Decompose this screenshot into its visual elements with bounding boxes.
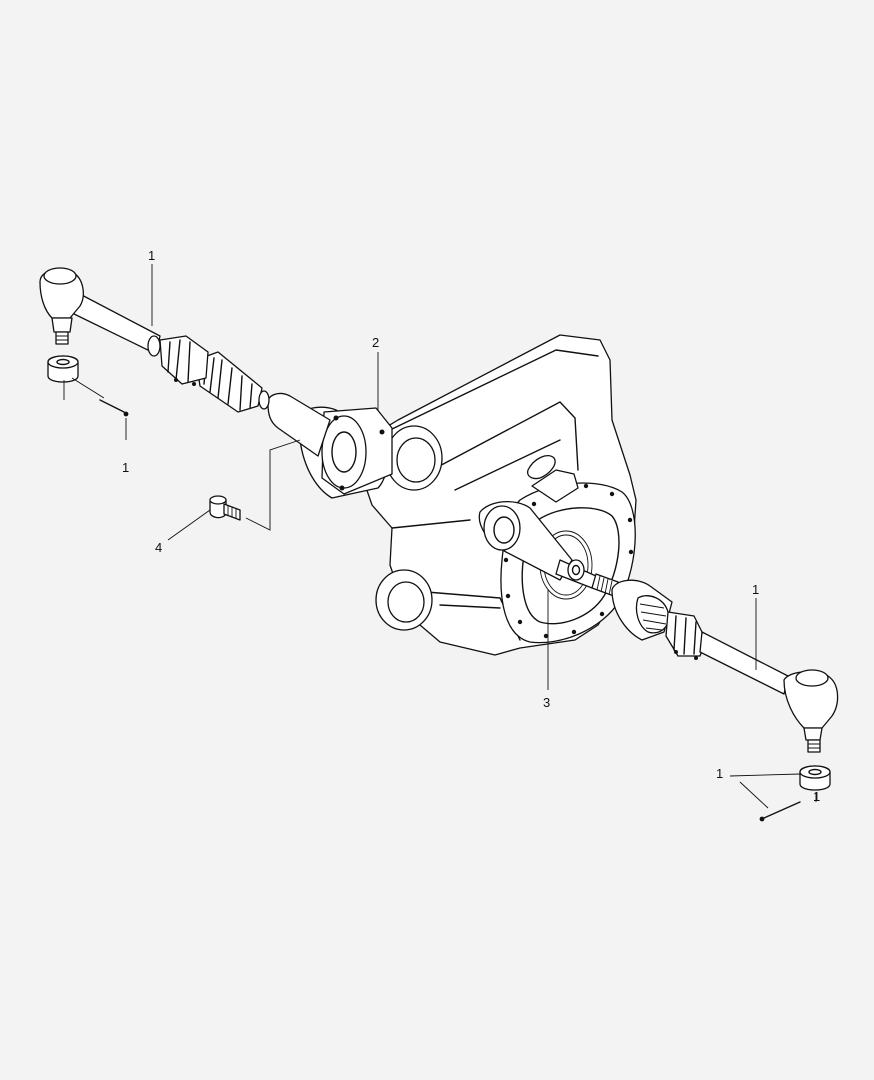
left-rack-tube <box>267 392 331 457</box>
callout-4: 4 <box>155 540 162 555</box>
right-lock-nut <box>665 611 707 660</box>
right-tie-rod-end <box>783 669 839 753</box>
left-split-pin <box>99 399 125 413</box>
right-split-pin <box>763 801 801 819</box>
callout-1-left-top: 1 <box>148 248 155 263</box>
mounting-clamp <box>299 406 393 499</box>
steering-gear-housing <box>359 334 637 656</box>
callout-3: 3 <box>543 695 550 710</box>
right-castle-nut <box>799 765 831 791</box>
callout-1-left-bottom: 1 <box>122 460 129 475</box>
mounting-bolt <box>209 495 241 521</box>
left-track-rod <box>69 291 161 355</box>
left-rack-gaiter <box>195 351 270 413</box>
right-track-rod <box>699 631 789 695</box>
left-castle-nut <box>47 355 79 383</box>
flange-bolt-holes <box>503 483 634 639</box>
callout-labels: 1 1 2 3 4 1 1 1 <box>122 248 820 804</box>
right-rack-gaiter <box>611 579 673 641</box>
callout-1-right-top: 1 <box>752 582 759 597</box>
callout-1-right-bottom: 1 <box>813 789 820 804</box>
leader-lines <box>63 264 817 809</box>
callout-1-right-mid: 1 <box>716 766 723 781</box>
left-lock-nut <box>159 335 209 386</box>
left-tie-rod-end <box>39 267 84 345</box>
callout-2: 2 <box>372 335 379 350</box>
